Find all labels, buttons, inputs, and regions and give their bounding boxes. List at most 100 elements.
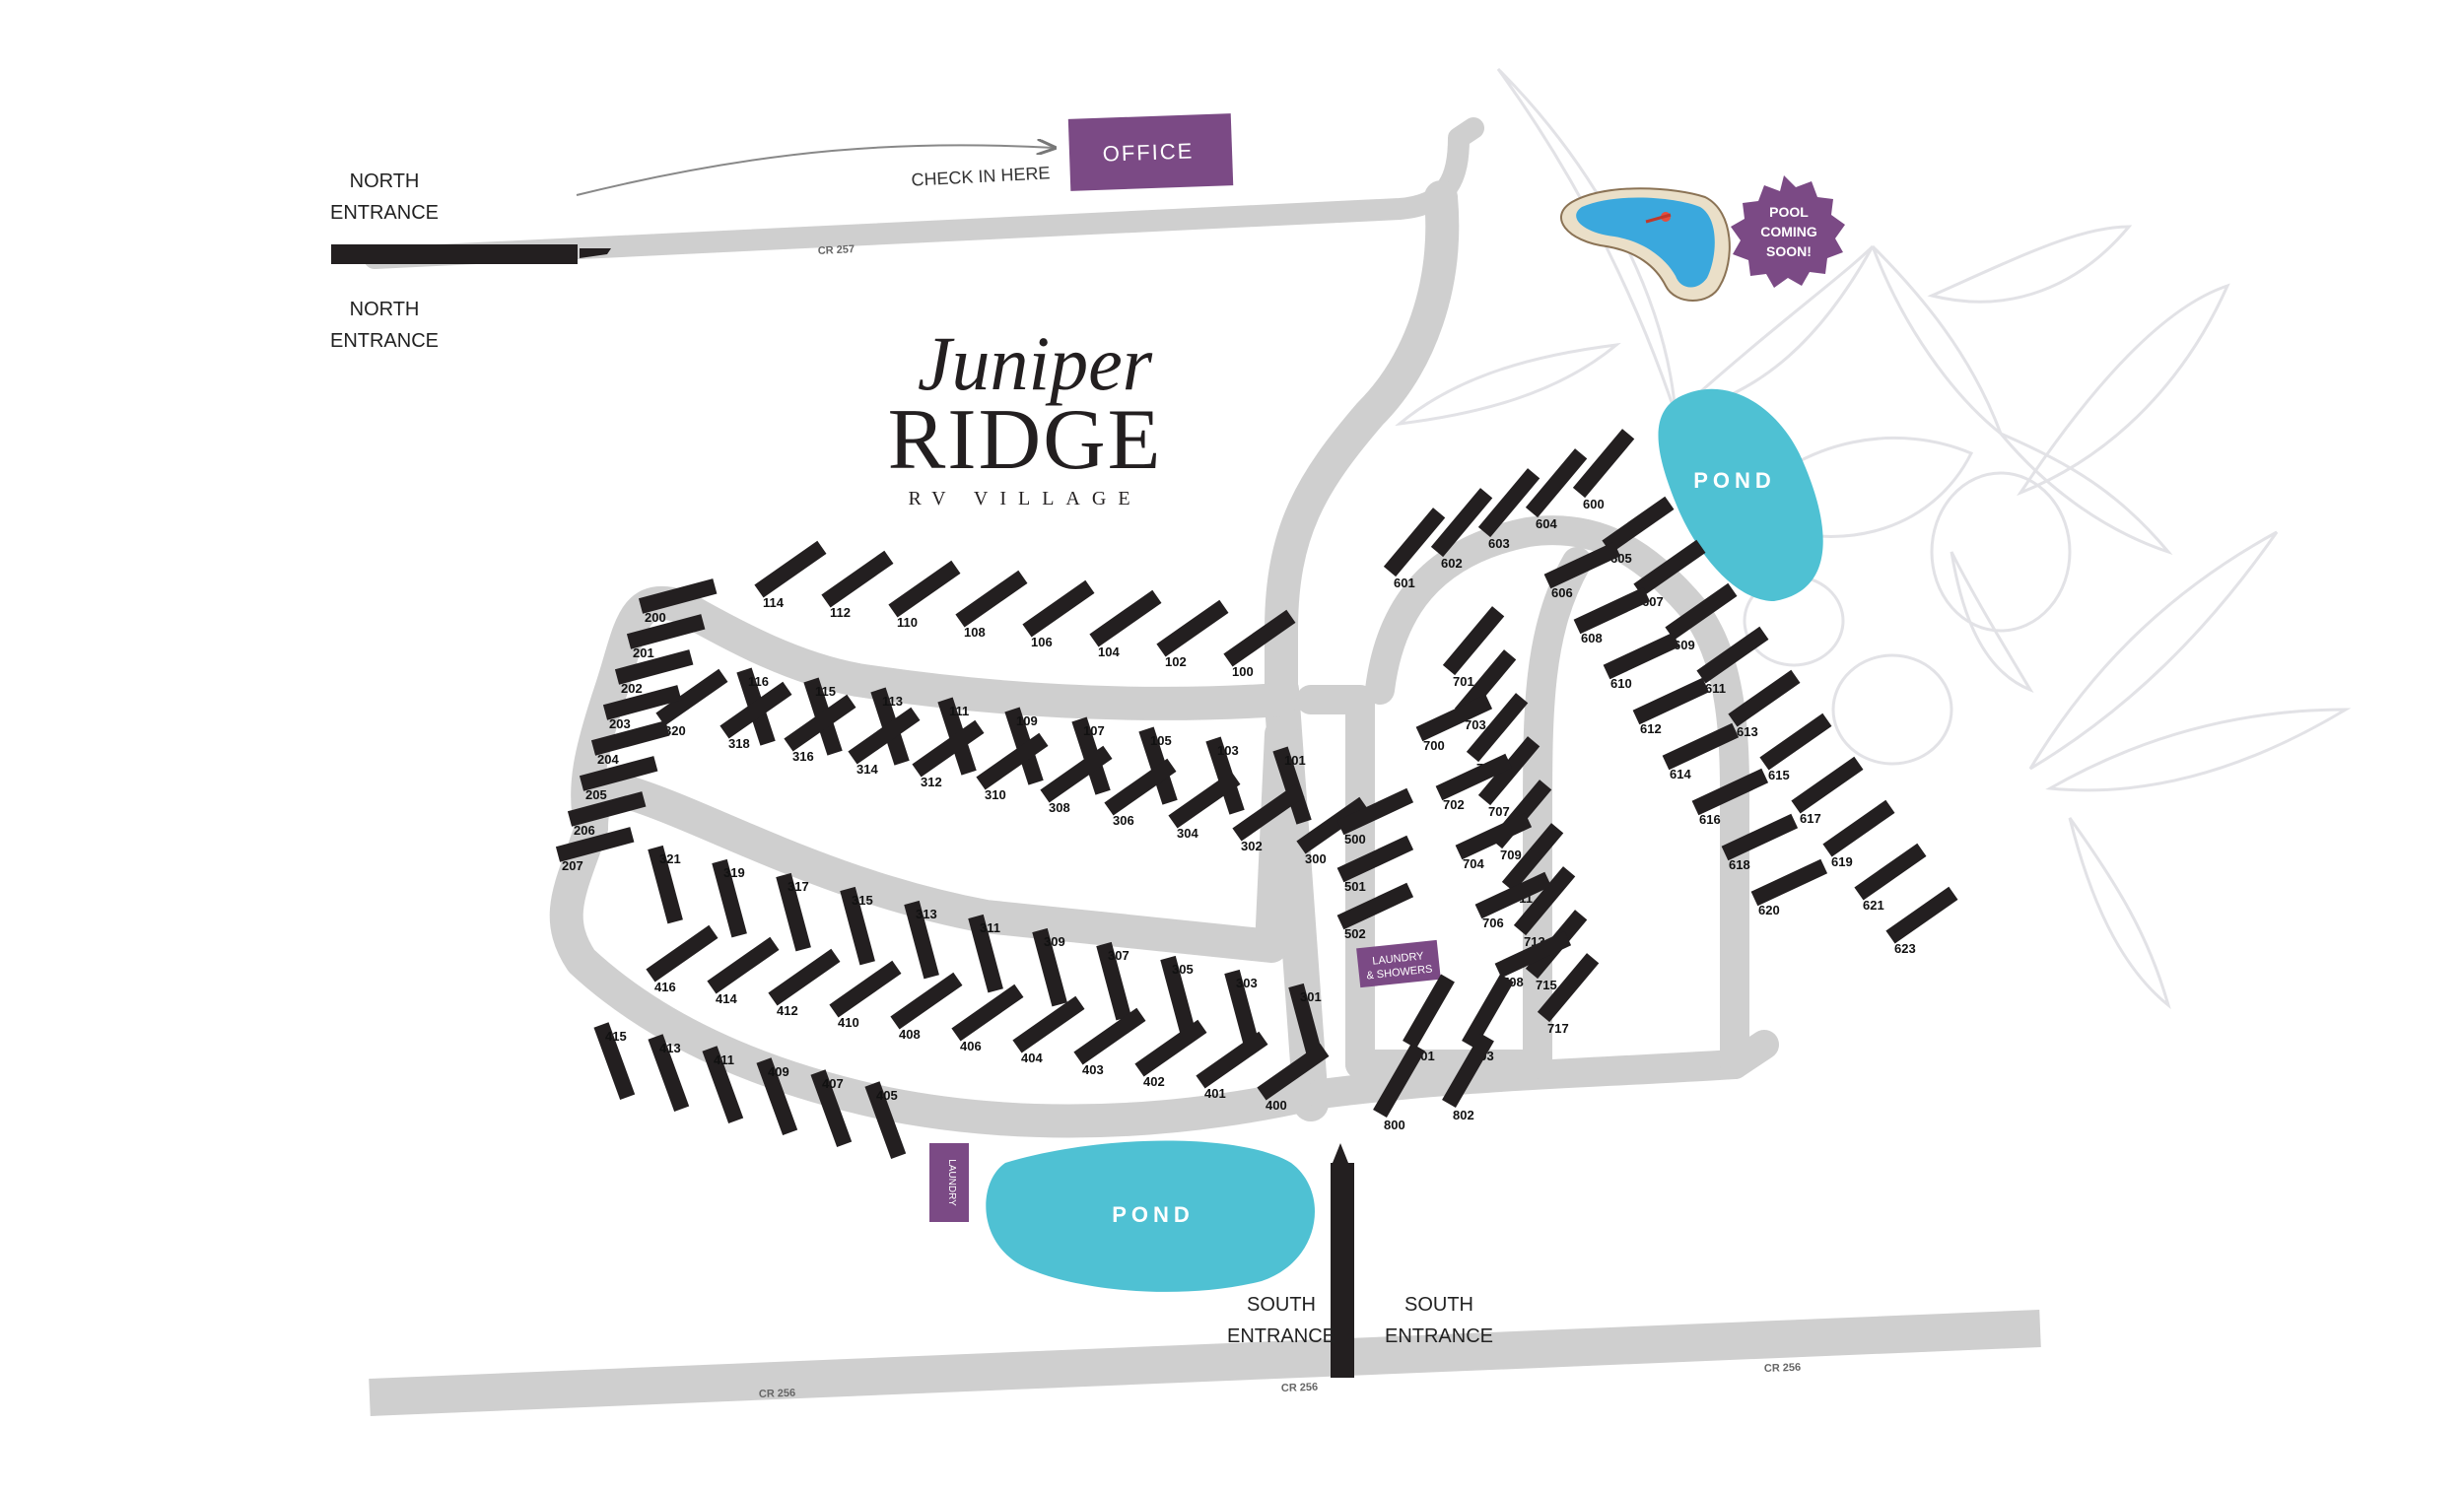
campsite-306[interactable] <box>1104 758 1177 816</box>
campsite-204[interactable] <box>590 720 670 756</box>
campsite-205[interactable] <box>579 756 658 791</box>
campsite-411[interactable] <box>702 1046 744 1124</box>
campsite-108[interactable] <box>955 570 1028 628</box>
campsite-802[interactable] <box>1442 1033 1494 1108</box>
campsite-402[interactable] <box>1134 1019 1207 1077</box>
campsite-601[interactable] <box>1383 508 1446 577</box>
campsite-200[interactable] <box>638 578 718 614</box>
campsite-606[interactable] <box>1543 541 1621 589</box>
campsite-410[interactable] <box>829 960 902 1018</box>
campsite-202[interactable] <box>614 649 694 685</box>
campsite-717[interactable] <box>1537 953 1600 1023</box>
campsite-303[interactable] <box>1224 969 1260 1049</box>
campsite-619[interactable] <box>1822 799 1895 857</box>
campsite-612[interactable] <box>1632 677 1710 725</box>
campsite-304[interactable] <box>1168 771 1241 829</box>
campsite-614[interactable] <box>1662 722 1740 771</box>
campsite-203[interactable] <box>602 685 682 720</box>
campsite-207[interactable] <box>555 827 635 862</box>
campsite-408[interactable] <box>890 972 963 1030</box>
campsite-617[interactable] <box>1791 756 1864 814</box>
campsite-707[interactable] <box>1477 736 1540 806</box>
campsite-801[interactable] <box>1403 974 1455 1049</box>
campsite-400[interactable] <box>1257 1043 1330 1101</box>
campsite-300[interactable] <box>1296 796 1369 854</box>
campsite-803[interactable] <box>1462 974 1514 1049</box>
campsite-311[interactable] <box>968 914 1003 993</box>
campsite-703[interactable] <box>1454 649 1517 719</box>
campsite-623[interactable] <box>1885 886 1958 944</box>
campsite-100[interactable] <box>1223 609 1296 667</box>
laundry-building[interactable]: LAUNDRY <box>929 1143 969 1222</box>
campsite-404[interactable] <box>1012 995 1085 1053</box>
campsite-610[interactable] <box>1603 632 1680 680</box>
campsite-700[interactable] <box>1415 694 1493 742</box>
campsite-605[interactable] <box>1602 496 1675 554</box>
campsite-702[interactable] <box>1435 753 1513 801</box>
campsite-500[interactable] <box>1336 787 1414 836</box>
campsite-616[interactable] <box>1691 768 1769 816</box>
campsite-401[interactable] <box>1196 1031 1268 1089</box>
campsite-310[interactable] <box>976 732 1049 790</box>
campsite-613[interactable] <box>1728 669 1801 727</box>
campsite-403[interactable] <box>1073 1007 1146 1065</box>
campsite-608[interactable] <box>1573 586 1651 635</box>
campsite-620[interactable] <box>1750 858 1828 907</box>
campsite-320[interactable] <box>655 668 728 726</box>
campsite-112[interactable] <box>821 550 894 608</box>
campsite-501[interactable] <box>1336 835 1414 883</box>
campsite-603[interactable] <box>1477 468 1540 538</box>
campsite-611[interactable] <box>1696 626 1769 684</box>
campsite-317[interactable] <box>776 872 811 952</box>
campsite-706[interactable] <box>1474 871 1552 919</box>
campsite-600[interactable] <box>1572 429 1635 499</box>
campsite-110[interactable] <box>888 560 961 618</box>
campsite-312[interactable] <box>912 719 985 778</box>
campsite-409[interactable] <box>756 1057 798 1136</box>
campsite-615[interactable] <box>1759 713 1832 771</box>
campsite-618[interactable] <box>1721 813 1799 861</box>
campsite-307[interactable] <box>1096 941 1131 1021</box>
campsite-319[interactable] <box>712 858 747 938</box>
campsite-206[interactable] <box>567 791 647 827</box>
campsite-711[interactable] <box>1501 823 1564 893</box>
campsite-309[interactable] <box>1032 927 1067 1007</box>
campsite-314[interactable] <box>848 707 921 765</box>
campsite-701[interactable] <box>1442 606 1505 676</box>
campsite-104[interactable] <box>1089 589 1162 647</box>
office-building[interactable]: OFFICE <box>1067 113 1234 191</box>
campsite-406[interactable] <box>951 984 1024 1042</box>
campsite-101[interactable] <box>1272 746 1312 825</box>
laundry-showers-building[interactable]: LAUNDRY & SHOWERS <box>1356 939 1441 988</box>
campsite-201[interactable] <box>626 614 706 649</box>
campsite-301[interactable] <box>1288 983 1324 1062</box>
campsite-316[interactable] <box>784 694 856 752</box>
campsite-308[interactable] <box>1040 745 1113 803</box>
campsite-800[interactable] <box>1373 1043 1425 1118</box>
campsite-413[interactable] <box>648 1034 690 1113</box>
campsite-114[interactable] <box>754 540 827 598</box>
campsite-607[interactable] <box>1633 539 1706 597</box>
campsite-313[interactable] <box>904 900 939 980</box>
campsite-609[interactable] <box>1665 582 1738 641</box>
campsite-708[interactable] <box>1494 930 1572 979</box>
north-entrance-strip[interactable] <box>331 244 578 264</box>
south-entrance-strip[interactable] <box>1331 1163 1354 1378</box>
campsite-415[interactable] <box>593 1022 636 1101</box>
campsite-502[interactable] <box>1336 882 1414 930</box>
campsite-602[interactable] <box>1430 488 1493 558</box>
campsite-705[interactable] <box>1466 693 1529 763</box>
campsite-704[interactable] <box>1455 812 1533 860</box>
campsite-412[interactable] <box>768 948 841 1006</box>
campsite-321[interactable] <box>648 845 683 924</box>
campsite-405[interactable] <box>864 1081 907 1160</box>
campsite-407[interactable] <box>810 1069 853 1148</box>
campsite-318[interactable] <box>719 681 792 739</box>
campsite-414[interactable] <box>707 936 780 994</box>
campsite-106[interactable] <box>1022 579 1095 638</box>
campsite-315[interactable] <box>840 886 875 966</box>
campsite-102[interactable] <box>1156 599 1229 657</box>
campsite-713[interactable] <box>1513 866 1576 936</box>
campsite-416[interactable] <box>646 924 719 983</box>
campsite-305[interactable] <box>1160 955 1196 1035</box>
